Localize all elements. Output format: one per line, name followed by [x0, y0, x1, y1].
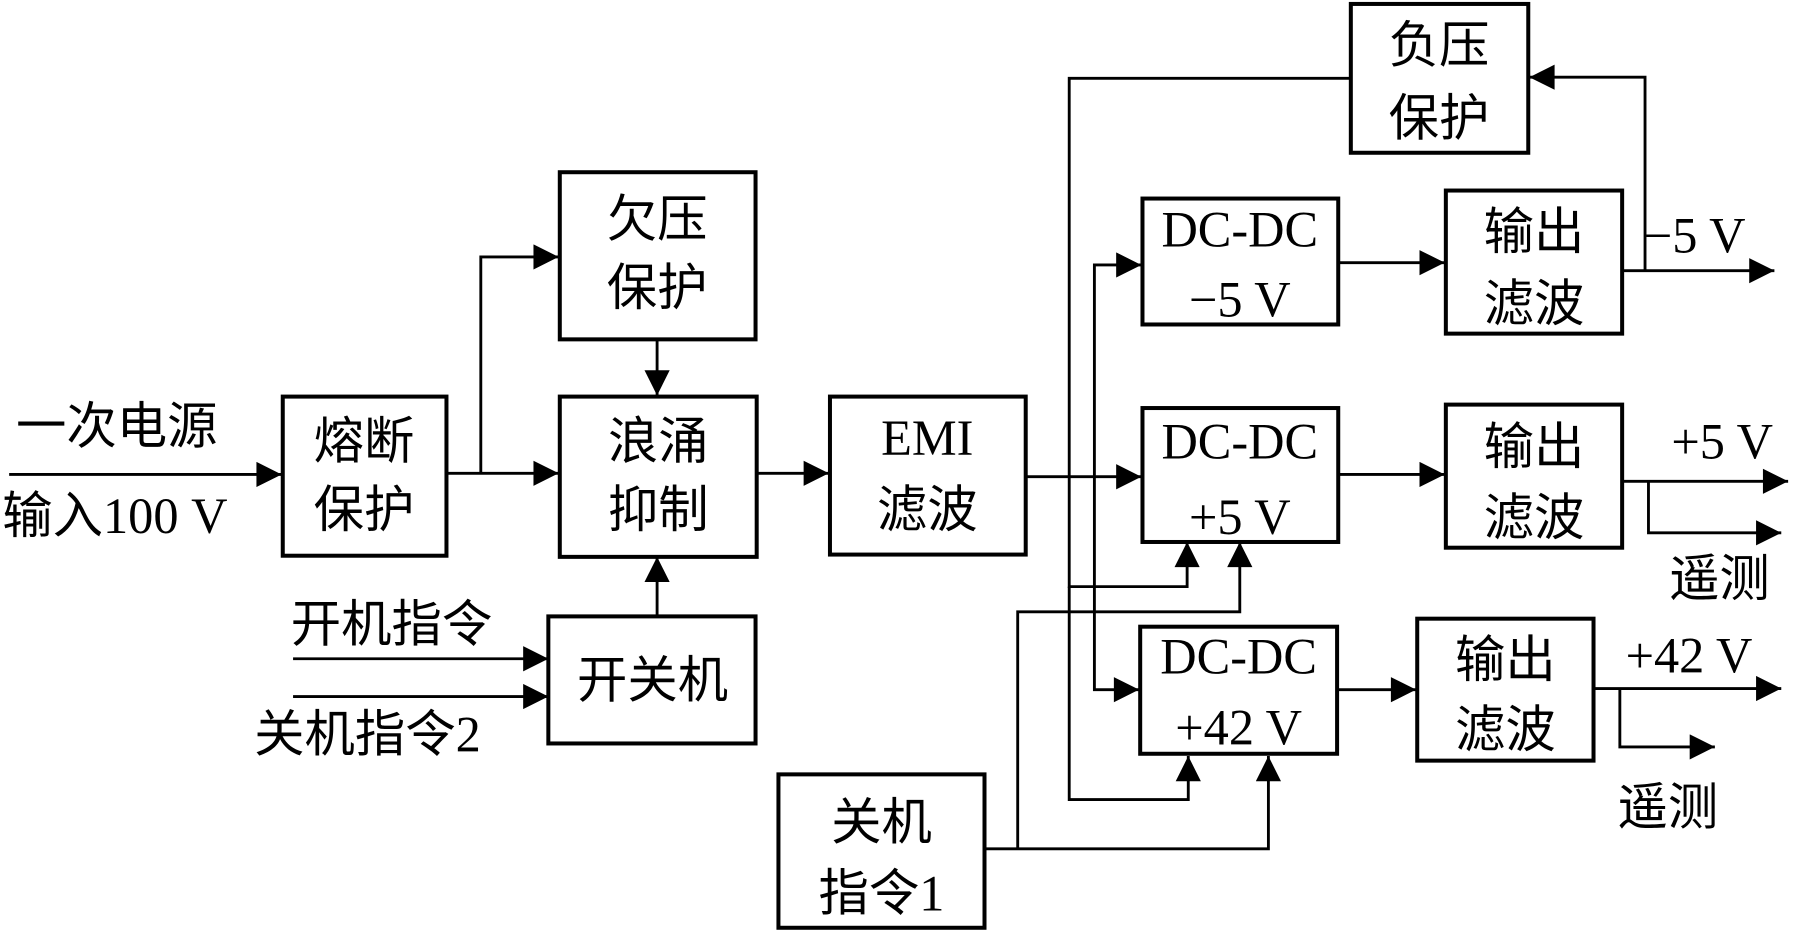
- fuse-label-line2: 保护: [314, 480, 415, 539]
- surge-suppression-block: 浪涌 抑制: [557, 394, 759, 559]
- wire-emi-to-dcdc-pos42: [1092, 476, 1140, 703]
- dcdc-neg5-label-line2: −5 V: [1189, 271, 1291, 327]
- dcdc-pos5-label-line2: +5 V: [1189, 489, 1291, 545]
- wire-pos5-telemetry: [1647, 481, 1782, 546]
- dcdc-neg5-block: DC-DC −5 V: [1140, 196, 1341, 327]
- filter-neg5-label-line1: 输出: [1484, 202, 1585, 261]
- fuse-label-line1: 熔断: [314, 411, 415, 470]
- surge-label-line2: 抑制: [608, 480, 709, 539]
- filter-neg5-label-line2: 滤波: [1484, 274, 1585, 333]
- input-voltage-label: 输入100 V: [2, 488, 227, 544]
- primary-power-label: 一次电源: [16, 397, 217, 456]
- onoff-block: 开关机: [546, 614, 758, 746]
- power-on-cmd-label: 开机指令: [291, 595, 492, 654]
- offcmd1-label-line2: 指令1: [819, 866, 945, 922]
- undervoltage-label-line1: 欠压: [607, 189, 708, 248]
- filter-pos42-label-line1: 输出: [1455, 630, 1556, 689]
- dcdc-pos5-block: DC-DC +5 V: [1140, 406, 1341, 545]
- output-neg5-label: −5 V: [1644, 207, 1746, 263]
- negprot-label-line1: 负压: [1389, 15, 1490, 74]
- emi-filter-block: EMI 滤波: [827, 394, 1028, 557]
- shutdown-cmd1-block: 关机 指令1: [776, 772, 987, 930]
- wire-emi-to-dcdc-neg5: [1092, 252, 1142, 477]
- undervoltage-protection-block: 欠压 保护: [557, 170, 758, 342]
- wire-neg5-to-negprot: [1529, 64, 1647, 271]
- filter-pos5-label-line2: 滤波: [1484, 488, 1585, 547]
- negative-voltage-protection-block: 负压 保护: [1348, 1, 1531, 155]
- wire-pos42-telemetry: [1618, 688, 1715, 760]
- output-filter-neg5-block: 输出 滤波: [1443, 188, 1625, 336]
- dcdc-pos42-label-line1: DC-DC: [1160, 629, 1317, 685]
- negprot-label-line2: 保护: [1389, 89, 1490, 148]
- power-off-cmd2-label: 关机指令2: [254, 706, 481, 762]
- dcdc-neg5-label-line1: DC-DC: [1161, 202, 1318, 258]
- fuse-protection-block: 熔断 保护: [280, 394, 449, 558]
- dcdc-pos5-label-line1: DC-DC: [1161, 413, 1318, 469]
- dcdc-pos42-block: DC-DC +42 V: [1138, 624, 1340, 756]
- filter-pos42-label-line2: 滤波: [1455, 700, 1556, 759]
- output-filter-pos42-block: 输出 滤波: [1415, 616, 1596, 763]
- emi-label-line1: EMI: [881, 410, 973, 466]
- offcmd1-label-line1: 关机: [831, 793, 932, 852]
- telemetry-pos5-label: 遥测: [1669, 549, 1770, 608]
- wire-offcmd1-to-pos5: [1016, 541, 1253, 849]
- wire-negprot-bus-to-pos42: [1067, 586, 1201, 801]
- surge-label-line1: 浪涌: [608, 411, 709, 470]
- dcdc-pos42-label-line2: +42 V: [1175, 700, 1302, 756]
- connections: [9, 64, 1789, 851]
- telemetry-pos42-label: 遥测: [1618, 778, 1719, 837]
- wire-negprot-bus-to-pos5: [1067, 76, 1351, 589]
- undervoltage-label-line2: 保护: [607, 258, 708, 317]
- output-pos42-label: +42 V: [1626, 627, 1753, 683]
- output-filter-pos5-block: 输出 滤波: [1443, 402, 1625, 550]
- wire-fuse-to-undervoltage: [479, 244, 559, 474]
- wire-offcmd1-to-pos42: [984, 756, 1281, 851]
- emi-label-line2: 滤波: [877, 480, 978, 539]
- onoff-label: 开关机: [577, 651, 728, 710]
- output-pos5-label: +5 V: [1671, 413, 1773, 469]
- filter-pos5-label-line1: 输出: [1484, 417, 1585, 476]
